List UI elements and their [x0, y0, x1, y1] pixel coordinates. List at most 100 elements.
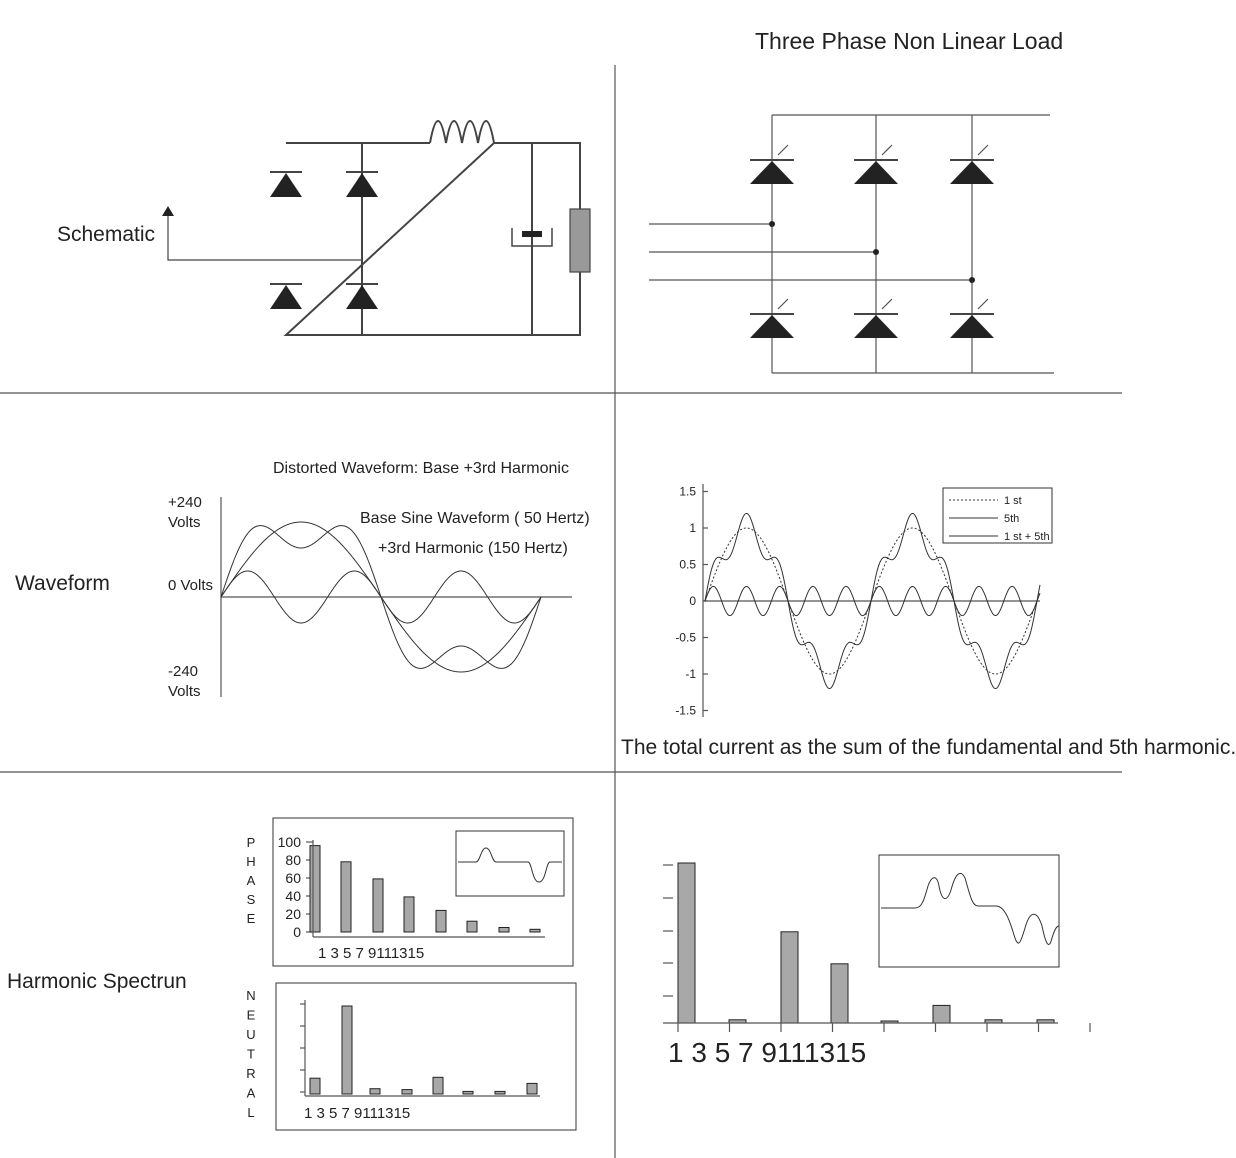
phase-bar: [309, 845, 321, 933]
volts-top-label: Volts: [168, 514, 201, 531]
third-harmonic-label: +3rd Harmonic (150 Hertz): [378, 540, 568, 557]
spectrum-label: Harmonic Spectrun: [7, 970, 187, 993]
phase-bar: [372, 878, 384, 933]
thyristor-1: [750, 144, 794, 184]
chart-legend: 1 st 5th 1 st + 5th: [942, 487, 1053, 544]
neutral-bar: [341, 1005, 353, 1095]
neutral-bar: [526, 1082, 538, 1095]
section-dividers: [0, 65, 1122, 1158]
harmonic-sum-chart: 1 st 5th 1 st + 5th 1.510.50-0.5-1-1.5: [675, 484, 1053, 718]
y-tick-label: 1.5: [679, 485, 696, 499]
neutral-bar: [494, 1090, 506, 1095]
axis-title-letter: U: [246, 1027, 255, 1042]
volts-bottom-label: Volts: [168, 683, 201, 700]
diode-3: [270, 283, 302, 309]
neutral-x-tick-labels: 1 3 5 7 9111315: [304, 1105, 410, 1122]
chart-caption: The total current as the sum of the fund…: [621, 736, 1236, 759]
phase-bar: [403, 896, 415, 933]
current-y-ticks: [663, 864, 1091, 1032]
axis-title-letter: T: [247, 1047, 255, 1062]
thyristor-6: [950, 298, 994, 338]
legend-entry-sum: 1 st + 5th: [1004, 531, 1050, 543]
phase-y-tick-label: 0: [293, 924, 301, 940]
distorted-wave: [220, 525, 542, 669]
axis-title-letter: L: [247, 1105, 254, 1120]
legend-entry-fifth: 5th: [1004, 513, 1019, 525]
neutral-bar: [369, 1088, 381, 1095]
three-phase-bridge: [649, 114, 1054, 374]
axis-title-letter: S: [247, 892, 256, 907]
inductor-coil: [429, 120, 495, 144]
resistor: [569, 208, 591, 273]
phase-bar: [466, 920, 478, 933]
current-bar: [932, 1004, 951, 1024]
diode-1: [270, 171, 302, 197]
y-tick-label: 1: [689, 521, 696, 535]
phase-bar: [435, 909, 447, 933]
current-bar: [780, 931, 799, 1024]
phase-y-tick-label: 100: [278, 834, 302, 850]
plus-240-label: +240: [168, 494, 202, 511]
axis-title-letter: A: [247, 873, 256, 888]
neutral-frame: [275, 982, 577, 1131]
phase-y-tick-label: 80: [285, 852, 301, 868]
current-inset: [878, 854, 1060, 968]
current-x-tick-labels: 1 3 5 7 9111315: [668, 1037, 866, 1068]
neutral-bar: [401, 1089, 413, 1095]
thyristor-3: [950, 144, 994, 184]
phase-inset: [455, 830, 565, 897]
phase-y-tick-labels: 100 80 60 40 20 0: [278, 834, 313, 940]
neutral-bar: [432, 1076, 444, 1095]
series-sum: [704, 513, 1041, 689]
y-tick-labels: 1.510.50-0.5-1-1.5: [675, 485, 696, 718]
axis-title-letter: H: [246, 854, 255, 869]
y-tick-label: -1.5: [675, 704, 696, 718]
neutral-bar: [309, 1077, 321, 1095]
base-sine-label: Base Sine Waveform ( 50 Hertz): [360, 510, 590, 527]
phase-bar: [498, 927, 510, 933]
y-tick-label: 0.5: [679, 558, 696, 572]
series-fundamental: [704, 527, 1041, 675]
phase-bar: [340, 861, 352, 933]
axis-title-letter: R: [246, 1066, 255, 1081]
page-title: Three Phase Non Linear Load: [755, 28, 1063, 54]
phase-bar: [529, 928, 541, 933]
distorted-waveform-label: Distorted Waveform: Base +3rd Harmonic: [273, 460, 569, 477]
current-bar: [830, 963, 849, 1024]
neutral-bar: [462, 1090, 474, 1095]
diode-4: [346, 283, 378, 309]
thyristor-5: [854, 298, 898, 338]
axis-title-letter: N: [246, 988, 255, 1003]
neutral-bars: [300, 1003, 538, 1095]
legend-box: [942, 487, 1053, 544]
current-bar: [677, 862, 696, 1024]
diode-2: [346, 171, 378, 197]
waveform-label: Waveform: [15, 572, 110, 595]
phase-bars: [309, 845, 541, 933]
legend-entry-fundamental: 1 st: [1004, 495, 1022, 507]
zero-volts-label: 0 Volts: [168, 577, 213, 594]
left-waveform-diagram: Distorted Waveform: Base +3rd Harmonic B…: [168, 460, 590, 700]
y-tick-label: 0: [689, 594, 696, 608]
capacitor: [511, 228, 553, 247]
schematic-label: Schematic: [57, 223, 155, 246]
phase-y-tick-label: 40: [285, 888, 301, 904]
series-fifth: [704, 585, 1041, 617]
phase-y-tick-label: 60: [285, 870, 301, 886]
axis-title-letter: A: [247, 1086, 256, 1101]
minus-240-label: -240: [168, 663, 198, 680]
current-spectrum-chart: 1 3 5 7 9111315: [663, 854, 1091, 1068]
axis-title-letter: E: [247, 911, 256, 926]
phase-y-tick-label: 20: [285, 906, 301, 922]
axis-title-letter: P: [247, 835, 256, 850]
y-tick-label: -0.5: [675, 631, 696, 645]
axis-title-letter: E: [247, 1008, 256, 1023]
phase-x-tick-labels: 1 3 5 7 9111315: [318, 945, 424, 962]
input-arrow-icon: [162, 206, 174, 216]
single-phase-schematic: [162, 120, 591, 336]
